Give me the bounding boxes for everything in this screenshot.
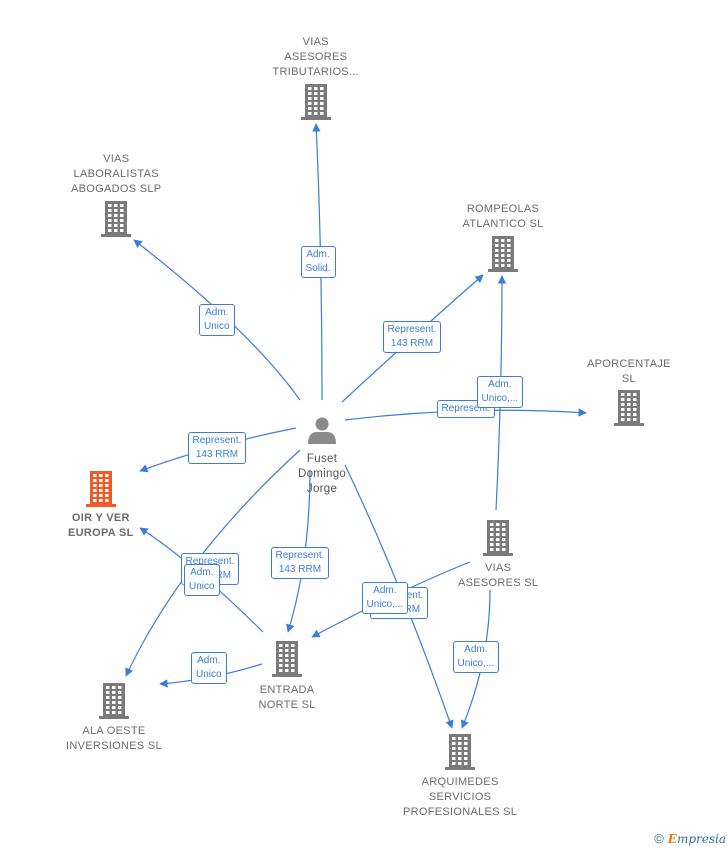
edge-label-vias_asesores-to-rompeolas[interactable]: Adm. Unico,... — [476, 376, 524, 408]
node-oir_y_ver-building-icon[interactable] — [86, 471, 116, 507]
node-aporcentaje-building-icon[interactable] — [614, 390, 644, 426]
node-label-rompeolas[interactable]: ROMPEOLAS ATLANTICO SL — [462, 203, 544, 230]
node-label-arquimedes[interactable]: ARQUIMEDES SERVICIOS PROFESIONALES SL — [403, 776, 518, 818]
node-label-vias_tributarios[interactable]: VIAS ASESORES TRIBUTARIOS... — [272, 36, 360, 78]
node-label-fuset[interactable]: Fuset Domingo Jorge — [298, 453, 347, 495]
edge-label-vias_asesores-to-entrada_norte[interactable]: Adm. Unico,... — [361, 582, 409, 614]
node-label-ala_oeste[interactable]: ALA OESTE INVERSIONES SL — [66, 725, 162, 752]
copyright-symbol: © — [654, 831, 664, 846]
brand-logo: Empresia — [667, 831, 726, 846]
node-vias_asesores-building-icon[interactable] — [483, 520, 513, 556]
node-rompeolas-building-icon[interactable] — [488, 236, 518, 272]
edge-label-entrada_norte-to-ala_oeste[interactable]: Adm. Unico — [191, 652, 227, 684]
edge-label-fuset-to-oir_y_ver[interactable]: Represent. 143 RRM — [187, 432, 247, 464]
edge-label-fuset-to-entrada_norte[interactable]: Represent. 143 RRM — [270, 547, 330, 579]
edge-label-vias_asesores-to-arquimedes[interactable]: Adm. Unico,... — [452, 641, 500, 673]
node-label-aporcentaje[interactable]: APORCENTAJE SL — [587, 358, 671, 385]
node-fuset-person-icon[interactable] — [308, 417, 336, 445]
node-label-vias_asesores[interactable]: VIAS ASESORES SL — [458, 562, 539, 589]
node-ala_oeste-building-icon[interactable] — [99, 683, 129, 719]
node-label-entrada_norte[interactable]: ENTRADA NORTE SL — [258, 684, 316, 711]
edge-label-fuset-to-vias_laboralistas[interactable]: Adm. Unico — [199, 304, 235, 336]
node-label-oir_y_ver[interactable]: OIR Y VER EUROPA SL — [68, 512, 134, 539]
edge-label-fuset-to-ala_oeste[interactable]: Adm. Unico — [184, 564, 220, 596]
node-vias_laboralistas-building-icon[interactable] — [101, 201, 131, 237]
node-vias_tributarios-building-icon[interactable] — [301, 84, 331, 120]
edge-label-fuset-to-vias_tributarios[interactable]: Adm. Solid. — [300, 246, 336, 278]
footer-brand[interactable]: © Empresia — [654, 831, 726, 846]
node-entrada_norte-building-icon[interactable] — [272, 641, 302, 677]
node-arquimedes-building-icon[interactable] — [445, 734, 475, 770]
edge-label-fuset-to-rompeolas[interactable]: Represent. 143 RRM — [382, 321, 442, 353]
node-label-vias_laboralistas[interactable]: VIAS LABORALISTAS ABOGADOS SLP — [71, 153, 162, 195]
